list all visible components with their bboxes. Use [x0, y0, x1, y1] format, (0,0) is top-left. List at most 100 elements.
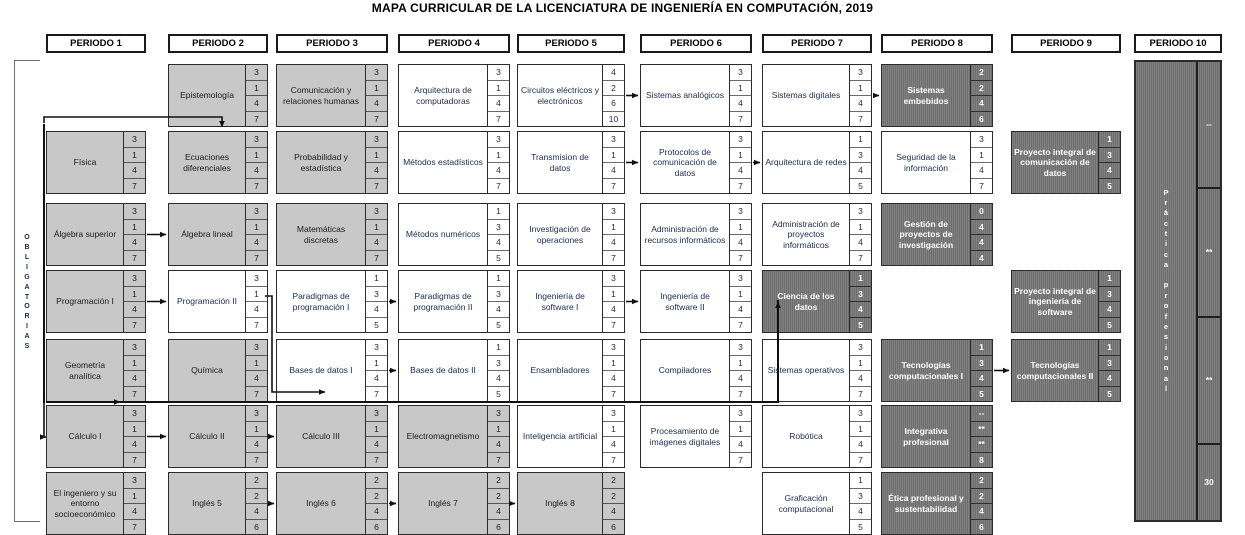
- period-header-7[interactable]: PERIODO 7: [762, 34, 872, 53]
- period-header-1[interactable]: PERIODO 1: [46, 34, 146, 53]
- course-name: Sistemas digitales: [771, 90, 841, 101]
- course-box-ingeniero-entorno[interactable]: El ingeniero y su entorno socioeconómico…: [46, 472, 146, 535]
- credit-cell: 3: [124, 473, 145, 489]
- credit-cell: 1: [730, 356, 751, 371]
- credit-cell: 4: [1099, 302, 1120, 318]
- period-header-4[interactable]: PERIODO 4: [398, 34, 510, 53]
- credit-cell: **: [971, 422, 992, 437]
- credit-cell: 4: [603, 235, 624, 251]
- course-name: Tecnologías computacionales II: [1016, 360, 1094, 381]
- period-header-10[interactable]: PERIODO 10: [1134, 34, 1222, 53]
- period-header-6[interactable]: PERIODO 6: [640, 34, 752, 53]
- credit-cell: 4: [730, 302, 751, 318]
- credit-cell: 3: [603, 271, 624, 287]
- period-header-2[interactable]: PERIODO 2: [168, 34, 268, 53]
- period-header-8[interactable]: PERIODO 8: [881, 34, 993, 53]
- credit-cell: 1: [124, 489, 145, 504]
- credit-cell: 7: [254, 388, 259, 399]
- credit-cell: 7: [374, 252, 379, 263]
- credit-cell: 3: [603, 132, 624, 148]
- period-header-9[interactable]: PERIODO 9: [1011, 34, 1121, 53]
- period-header-3[interactable]: PERIODO 3: [276, 34, 388, 53]
- credit-cell: 7: [738, 454, 743, 465]
- course-box-proy-ing-software[interactable]: Proyecto integral de ingeniería de softw…: [1011, 270, 1121, 333]
- course-name: Investigación de operaciones: [529, 224, 591, 245]
- practica-letter: p: [1163, 280, 1169, 290]
- credit-cell: 4: [730, 235, 751, 251]
- credit-cell: 4: [1099, 371, 1120, 387]
- credit-cell: 3: [246, 65, 267, 81]
- course-box-admin-proyectos[interactable]: Administración de proyectos informáticos…: [762, 203, 872, 266]
- credit-cell: 3: [603, 406, 624, 422]
- course-name: Cálculo II: [189, 431, 225, 442]
- course-box-proy-comunicacion[interactable]: Proyecto integral de comunicación de dat…: [1011, 131, 1121, 194]
- period-header-5[interactable]: PERIODO 5: [517, 34, 625, 53]
- credit-cell: 4: [488, 302, 509, 318]
- credit-cell: 3: [124, 340, 145, 356]
- course-box-integrativa[interactable]: Integrativa profesional--****8: [881, 405, 993, 468]
- obligatorias-letter: T: [24, 293, 30, 301]
- credit-cell: 4: [488, 96, 509, 112]
- credit-cell: 7: [738, 113, 743, 124]
- course-name: El ingeniero y su entorno socioeconómico: [53, 487, 117, 519]
- credit-cell: 7: [254, 113, 259, 124]
